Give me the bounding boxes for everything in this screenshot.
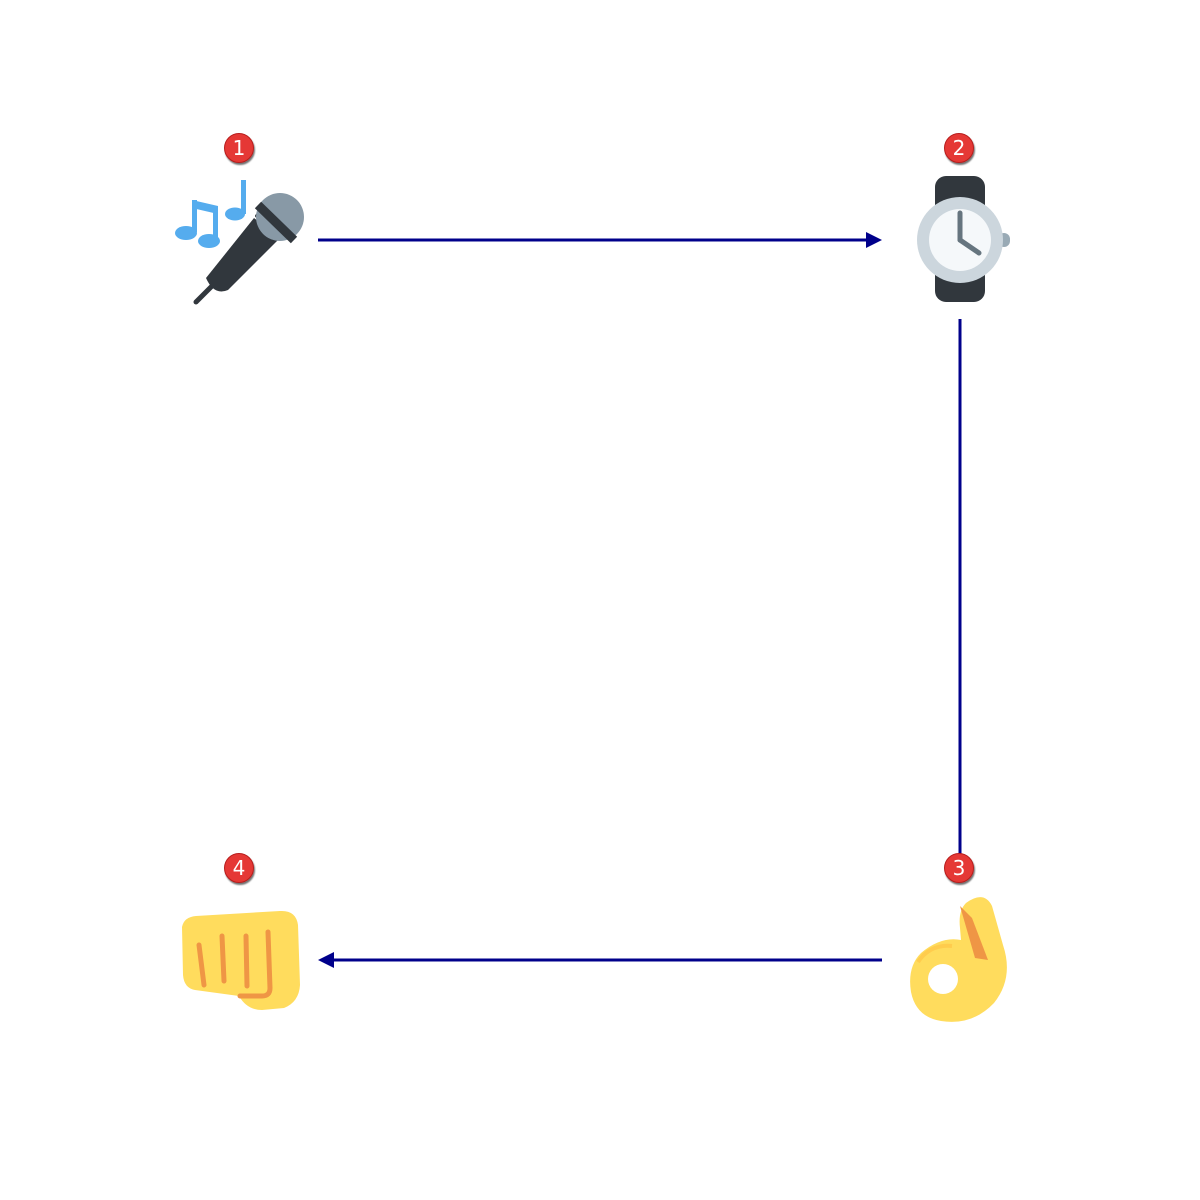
step-number-3: 3	[953, 856, 966, 880]
oncoming-fist-icon	[182, 910, 300, 1010]
wristwatch-icon	[917, 176, 1010, 302]
step-badge-1	[224, 133, 254, 163]
arrowhead-icon	[318, 952, 334, 968]
node-4: 4	[182, 853, 300, 1010]
ok-hand-icon	[910, 897, 1007, 1022]
step-number-4: 4	[233, 856, 246, 880]
step-badge-4	[224, 853, 254, 883]
step-badge-2	[944, 133, 974, 163]
step-badge-3	[944, 853, 974, 883]
connector-1-to-2	[318, 232, 882, 248]
connector-3-to-4	[318, 952, 882, 968]
node-3: 3	[910, 853, 1007, 1022]
step-number-1: 1	[233, 136, 246, 160]
node-1: 1	[175, 133, 304, 305]
microphone-with-music-notes-icon	[175, 180, 304, 305]
arrowhead-icon	[866, 232, 882, 248]
step-number-2: 2	[953, 136, 966, 160]
node-2: 2	[917, 133, 1010, 302]
